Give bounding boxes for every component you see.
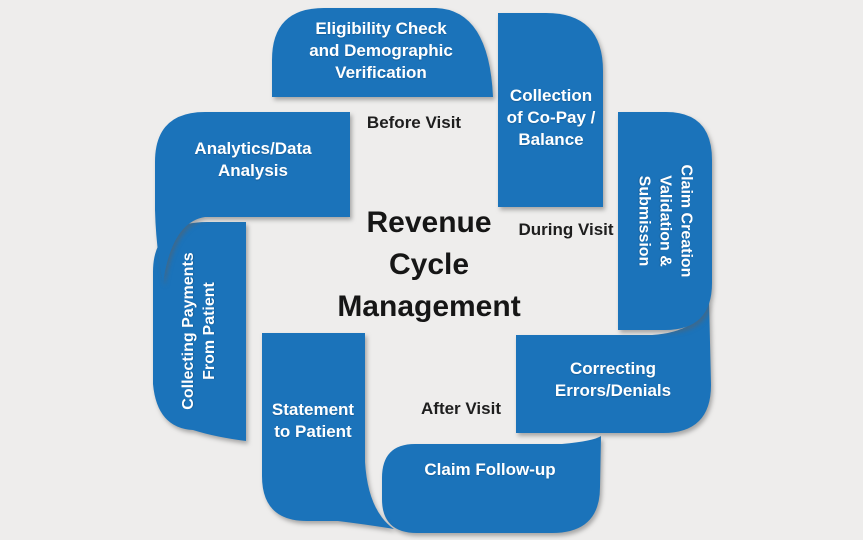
diagram-title-line: Revenue	[366, 206, 492, 239]
petal-eligibility-shape	[272, 8, 493, 97]
petal-analytics-label: Analytics/Data Analysis	[194, 139, 312, 180]
phase-label-before-visit: Before Visit	[366, 113, 462, 132]
phase-label-during-visit: During Visit	[518, 220, 614, 239]
petal-collecting-payments-shape	[153, 222, 246, 441]
petal-collection-shape	[498, 13, 603, 207]
petal-correcting-label: Correcting Errors/Denials	[554, 359, 672, 400]
petal-statement-shape	[262, 333, 394, 529]
petal-claim-creation-label: Claim Creation Validation & Submission	[635, 164, 695, 278]
diagram-title-line: Cycle	[388, 248, 470, 281]
diagram-title: Revenue Cycle Management	[337, 202, 520, 328]
petal-statement-label: Statement to Patient	[271, 400, 355, 441]
petal-claim-follow-up-shape	[382, 436, 601, 533]
phase-label-after-visit: After Visit	[421, 399, 501, 418]
petal-eligibility-label: Eligibility Check and Demographic Verifi…	[309, 19, 453, 82]
petal-collection-label: Collection of Co-Pay / Balance	[506, 86, 596, 149]
petal-claim-follow-up-label: Claim Follow-up	[424, 460, 556, 479]
petal-correcting-shape	[516, 300, 711, 433]
petal-collecting-payments-label: Collecting Payments From Patient	[180, 252, 218, 410]
diagram-title-line: Management	[337, 290, 521, 323]
petal-analytics-shape	[155, 112, 350, 283]
petal-claim-creation-shape	[618, 112, 712, 330]
